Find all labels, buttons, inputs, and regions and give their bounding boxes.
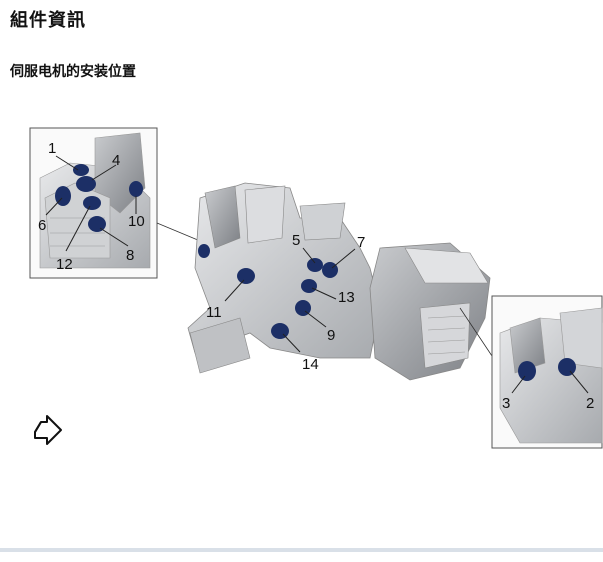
callout-label: 5 [292,232,301,249]
forward-arrow-icon [34,415,62,445]
callout-label: 1 [48,140,57,157]
page-title: 組件資訊 [10,10,86,31]
callout-label: 11 [206,304,222,321]
callout-label: 12 [56,256,73,273]
callout-label: 10 [128,213,145,230]
callout-label: 3 [502,395,511,412]
callout-label: 14 [302,356,319,373]
callout-label: 6 [38,217,47,234]
callout-label: 9 [327,327,336,344]
servo-motor-location-figure: 1 4 6 10 12 8 5 7 13 11 9 14 3 2 [0,118,603,460]
section-title: 伺服电机的安装位置 [10,64,136,80]
callout-label: 7 [357,234,366,251]
hvac-unit-illustration [29,127,603,449]
callout-label: 4 [112,152,121,169]
callout-label: 8 [126,247,135,264]
callout-label: 2 [586,395,595,412]
callout-label: 13 [338,289,355,306]
bottom-divider [0,548,603,552]
